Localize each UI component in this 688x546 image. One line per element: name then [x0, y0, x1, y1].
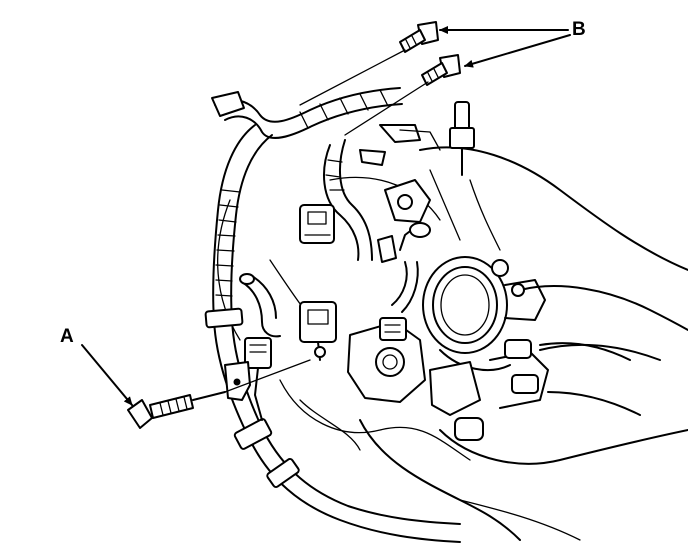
bolt-b-leader-2 — [344, 81, 429, 136]
bolt-a — [127, 391, 226, 429]
bracket-left — [224, 361, 251, 401]
lower-fittings — [429, 339, 641, 441]
callout-b: B — [572, 19, 586, 40]
arrow-a — [81, 344, 133, 406]
throttle-position-sensor — [347, 317, 426, 403]
bolt-a-leader — [224, 359, 311, 393]
engine-block-outline — [217, 146, 688, 541]
throttle-body — [422, 256, 546, 371]
callout-a: A — [60, 326, 74, 347]
bolt-b-1 — [399, 21, 439, 53]
upper-harness — [211, 87, 441, 261]
sensor-upper — [384, 101, 475, 223]
center-stud — [377, 222, 431, 313]
bolt-b-2 — [421, 54, 461, 86]
connector-left-harness — [244, 337, 272, 421]
connector-upper-left — [299, 204, 335, 244]
hose-elbow — [239, 273, 281, 338]
arrow-b-2 — [464, 34, 571, 68]
bolt-b-leader-1 — [299, 49, 406, 106]
connector-middle — [299, 301, 337, 361]
